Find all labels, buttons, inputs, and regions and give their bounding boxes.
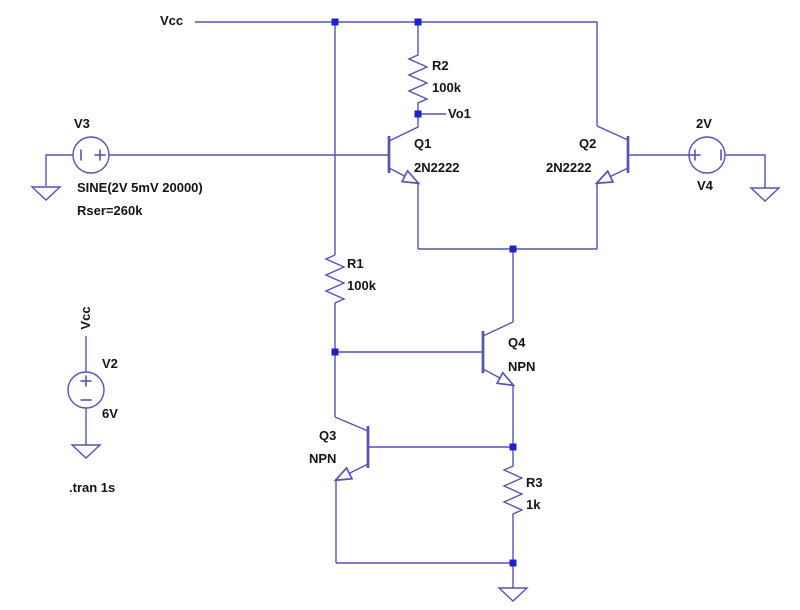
q4-collector xyxy=(482,321,514,337)
q1-emitter-arrow xyxy=(388,167,421,185)
source-name-v3[interactable]: V3 xyxy=(74,116,90,131)
junction-dot xyxy=(509,559,517,567)
ground-symbol-v2[interactable] xyxy=(70,444,102,459)
resistor-value-r3[interactable]: 1k xyxy=(526,497,541,512)
q2-emitter-arrow xyxy=(594,167,629,185)
wire[interactable] xyxy=(195,21,598,126)
ground-symbol-v3[interactable] xyxy=(30,186,62,201)
v3-circle xyxy=(72,136,110,174)
source-value-v2[interactable]: 6V xyxy=(102,406,118,421)
ground-symbol-bottom[interactable] xyxy=(497,563,529,602)
resistor-r3[interactable] xyxy=(502,447,524,563)
source-name-v2[interactable]: V2 xyxy=(102,356,118,371)
spice-directive[interactable]: .tran 1s xyxy=(69,480,116,495)
wire[interactable] xyxy=(45,154,73,186)
ground-triangle xyxy=(749,187,781,202)
v4-circle xyxy=(688,136,726,174)
source-param-v3-rser[interactable]: Rser=260k xyxy=(77,203,143,218)
transistor-model-q2[interactable]: 2N2222 xyxy=(546,160,592,175)
net-label-vcc-top[interactable]: Vcc xyxy=(160,13,184,28)
transistor-model-q3[interactable]: NPN xyxy=(309,451,337,466)
q2-collector xyxy=(596,125,629,141)
net-label-vcc-v2[interactable]: Vcc xyxy=(78,306,93,330)
transistor-q1[interactable] xyxy=(387,114,421,185)
transistor-name-q4[interactable]: Q4 xyxy=(508,335,526,350)
v2-circle xyxy=(67,371,105,409)
q3-collector xyxy=(334,416,369,432)
resistor-name-r1[interactable]: R1 xyxy=(347,256,364,271)
net-label-vo1[interactable]: Vo1 xyxy=(448,106,471,121)
voltage-source-v2[interactable] xyxy=(67,371,105,409)
resistor-value-r2[interactable]: 100k xyxy=(432,80,461,95)
wire[interactable] xyxy=(725,154,766,188)
junction-dot xyxy=(509,245,517,253)
junction-dot xyxy=(414,110,422,118)
wires xyxy=(45,21,766,564)
junction-dot xyxy=(331,348,339,356)
q1-collector xyxy=(388,114,419,142)
resistor-name-r3[interactable]: R3 xyxy=(526,475,543,490)
source-param-v3-sine[interactable]: SINE(2V 5mV 20000) xyxy=(77,180,203,195)
ground-triangle xyxy=(70,444,102,459)
resistor-name-r2[interactable]: R2 xyxy=(432,58,449,73)
ground-triangle xyxy=(497,587,529,602)
transistor-model-q4[interactable]: NPN xyxy=(508,359,536,374)
junction-dot xyxy=(509,443,517,451)
resistor-r1[interactable] xyxy=(324,254,346,304)
junction-dot xyxy=(414,18,422,26)
transistor-name-q2[interactable]: Q2 xyxy=(579,136,597,151)
transistor-name-q3[interactable]: Q3 xyxy=(319,428,337,443)
junction-dots xyxy=(331,18,517,567)
q4-emitter-arrow xyxy=(482,368,516,387)
transistor-q4[interactable] xyxy=(481,321,516,387)
ground-triangle xyxy=(30,186,62,201)
transistor-q2[interactable] xyxy=(594,125,630,185)
resistor-value-r1[interactable]: 100k xyxy=(347,278,376,293)
transistor-name-q1[interactable]: Q1 xyxy=(414,136,432,151)
q3-emitter-arrow xyxy=(333,463,369,482)
source-name-v4[interactable]: V4 xyxy=(697,178,713,193)
resistor-r2[interactable] xyxy=(407,22,429,114)
ground-symbol-v4[interactable] xyxy=(749,187,781,202)
voltage-source-v4[interactable] xyxy=(688,136,726,174)
transistor-q3[interactable] xyxy=(333,416,370,482)
junction-dot xyxy=(331,18,339,26)
source-value-v4[interactable]: 2V xyxy=(696,116,712,131)
voltage-source-v3[interactable] xyxy=(72,136,110,174)
transistor-model-q1[interactable]: 2N2222 xyxy=(414,160,460,175)
